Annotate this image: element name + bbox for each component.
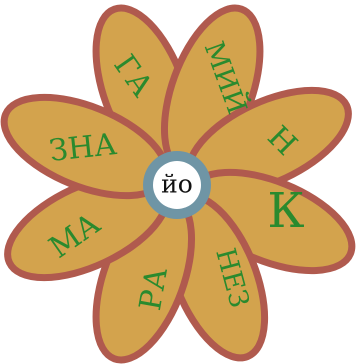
flower-center-label: йо <box>161 170 193 199</box>
petal-label-zna: ЗНА <box>48 127 119 169</box>
petal-label-ra: РА <box>133 265 175 314</box>
petal-label-k: К <box>267 183 304 239</box>
